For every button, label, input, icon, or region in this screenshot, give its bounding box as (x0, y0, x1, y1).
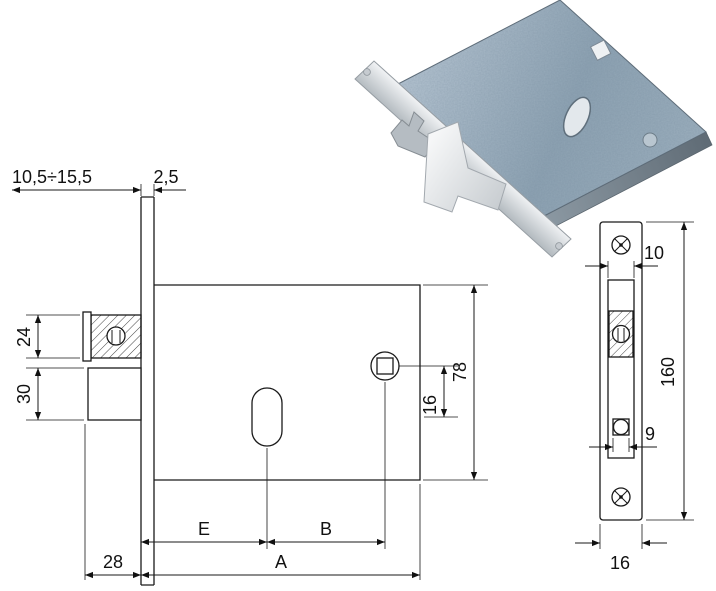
dim-label-slot-width: 10 (644, 243, 664, 263)
screw-hole-bottom (611, 487, 631, 507)
square-hole-3d (589, 39, 612, 61)
cylinder-oval-hole (251, 387, 283, 447)
dim-label-plate-width: 16 (610, 553, 630, 573)
latch-hook-3d (423, 121, 507, 213)
roller-front-pins (617, 328, 625, 341)
round-hole-3d (642, 132, 658, 148)
roller-clip-bracket-3d (390, 111, 437, 158)
dim-label-roller-height: 24 (14, 327, 34, 347)
dim-label-latch-depth: 28 (103, 552, 123, 572)
square-hole-front-circle (612, 418, 630, 436)
dim-label-body-height: 78 (450, 362, 470, 382)
dim-label-a: A (275, 552, 287, 572)
front-view-dimensions: 10 160 9 16 (575, 221, 694, 573)
screw-hole-top-center (619, 243, 623, 247)
case-face-speckle-texture (398, 0, 706, 216)
roller-circle (106, 326, 126, 346)
side-view (82, 196, 421, 586)
ext-lines-centers (266, 382, 386, 549)
lock-body-outline (154, 284, 421, 481)
side-view-dimensions: 10,5÷15,5 2,5 24 30 78 16 E B 28 A (12, 167, 488, 580)
spindle-follower-square (376, 357, 394, 375)
faceplate-screw-hole-bottom (555, 242, 563, 250)
lock-3d-render (354, 0, 713, 258)
dim-label-b: B (320, 519, 332, 539)
ext-lines-bottom (84, 424, 421, 580)
front-view (599, 221, 643, 521)
screw-hole-bottom-center (619, 495, 623, 499)
roller-cap (82, 311, 92, 362)
dim-label-protrusion-range: 10,5÷15,5 (12, 167, 92, 187)
dim-label-follower-offset: 16 (420, 395, 440, 415)
dim-label-square-hole: 9 (645, 424, 655, 444)
latch-bolt (87, 367, 142, 421)
spindle-follower-circle (370, 351, 400, 381)
roller-front-circle (611, 324, 631, 344)
ext-lines-body-height (423, 284, 488, 481)
faceplate-screw-hole-top (363, 68, 371, 76)
dim-label-e: E (198, 519, 210, 539)
dim-label-plate-height: 160 (658, 357, 678, 387)
ext-lines-follower-offset (399, 365, 458, 418)
dim-label-plate-thickness: 2,5 (153, 167, 178, 187)
cylinder-oval-hole-3d (562, 96, 592, 138)
screw-hole-top (611, 235, 631, 255)
roller-pin-lines (111, 330, 121, 343)
dim-label-latch-height: 30 (14, 384, 34, 404)
